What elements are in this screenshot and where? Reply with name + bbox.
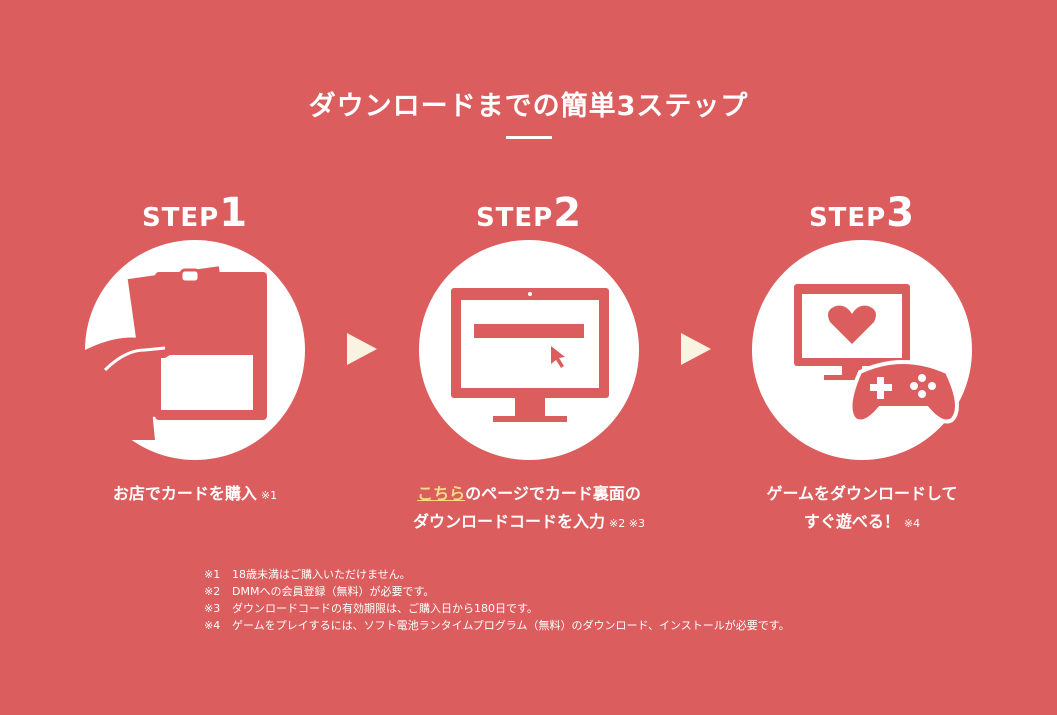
- step-2-caption: こちらのページでカード裏面のダウンロードコードを入力※2 ※3: [413, 484, 645, 531]
- page-title: ダウンロードまでの簡単3ステップ: [308, 91, 749, 122]
- monitor-input-icon: [419, 240, 639, 460]
- step-3-label: STEP3: [808, 190, 916, 236]
- title-divider: [506, 136, 552, 139]
- step-1-label: STEP1: [141, 190, 249, 236]
- step-2-label: STEP2: [475, 190, 583, 236]
- monitor-gamepad-icon: [752, 240, 972, 460]
- arrow-right-icon: [347, 333, 377, 365]
- step-3-caption: ゲームをダウンロードしてすぐ遊べる！※4: [766, 484, 958, 531]
- step-1-caption: お店でカードを購入※1: [112, 484, 278, 503]
- here-link[interactable]: こちら: [417, 484, 466, 503]
- gift-card-in-hand-icon: [85, 240, 305, 460]
- arrow-right-icon: [681, 333, 711, 365]
